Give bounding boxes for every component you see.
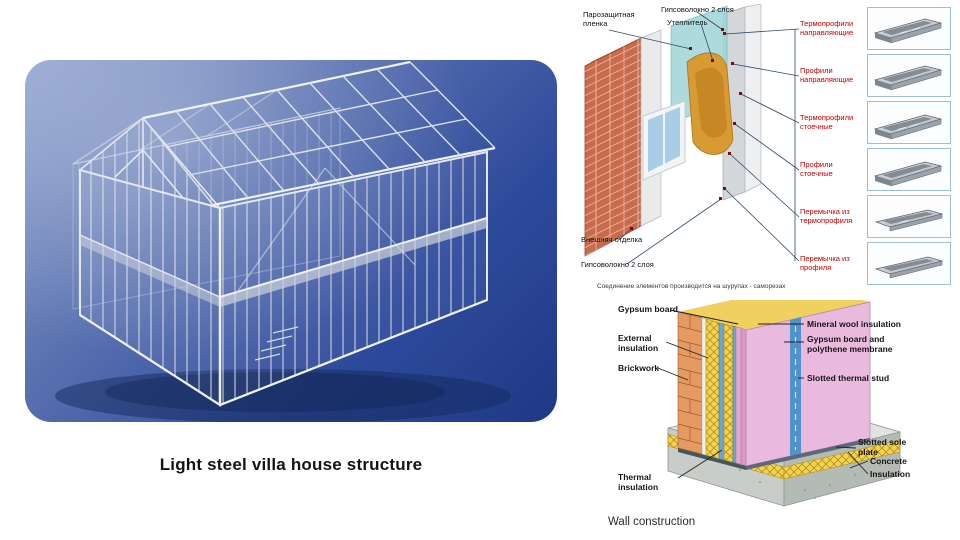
profiles-legend: Термопрофили направляющие Профи [800,6,952,288]
house-render-panel [25,60,557,423]
profile-box [867,54,951,97]
wall-construction-illustration [657,300,902,507]
profile-box [867,195,951,238]
label-fastening-note: Соединение элементов производится на шур… [597,283,786,290]
leader-lines [657,309,869,479]
steel-profile-image [873,18,943,43]
label-concrete: Concrete [870,456,907,466]
label-gypsum-board: Gypsum board [618,304,678,314]
label-external-insulation: External insulation [618,333,659,354]
leader-lines [608,11,800,265]
gable-truss [78,116,223,210]
profile-box [867,101,951,144]
profile-label: Профили направляющие [800,65,854,84]
profile-label: Перемычка из термопрофиля [800,206,853,225]
profile-row: Перемычка из термопрофиля [800,194,952,239]
insulation-blob [686,52,734,155]
base-edge [79,298,488,407]
profile-box [867,148,951,191]
label-insulation: Утеплитель [667,18,708,27]
label-vapor-barrier: Парозащитная пленка [583,10,635,28]
profile-row: Перемычка из профиля [800,241,952,286]
wall-cross-section [677,311,747,467]
steel-profile-image [873,114,943,139]
wall-assembly-illustration [584,4,800,265]
label-gypsum-membrane: Gypsum board and polythene membrane [807,334,893,355]
roof-trusses [72,60,496,207]
label-gypsum-top: Гипсоволокно 2 слоя [661,5,734,14]
label-thermal-insulation: Thermal insulation [618,472,659,493]
steel-frame-house-illustration [55,60,511,423]
red-markers [630,28,742,230]
label-insulation: Insulation [870,469,911,479]
profile-row: Профили направляющие [800,53,952,98]
sole-plate [678,438,870,470]
label-mineral-wool: Mineral wool insulation [807,319,901,329]
right-wall-frame [219,150,488,407]
steel-profile-image [873,161,943,186]
steel-profile-image [874,209,944,231]
diagram-title: Wall construction [608,516,696,528]
stair [254,326,299,361]
left-wall-frame [79,168,221,407]
window [642,100,686,181]
gypsum-face [678,300,871,467]
profile-box [867,242,951,285]
label-brickwork: Brickwork [618,363,660,373]
label-sole-plate: Slotted sole plate [858,437,907,458]
steel-profile-image [873,65,943,90]
profile-label: Профили стоечные [800,159,833,178]
steel-profile-image [874,256,944,278]
profile-label: Перемычка из профиля [800,253,850,272]
russian-wall-diagram: Парозащитная пленка Гипсоволокно 2 слоя … [575,4,955,300]
profile-row: Профили стоечные [800,147,952,192]
label-external-finish: Внешняя отделка [581,235,643,244]
label-thermal-stud: Slotted thermal stud [807,373,890,383]
profile-label: Термопрофили стоечные [800,112,854,131]
profile-box [867,7,951,50]
wall-construction-diagram: Gypsum board External insulation Brickwo… [590,300,958,538]
house-caption: Light steel villa house structure [159,455,423,474]
profile-row: Термопрофили стоечные [800,100,952,145]
profile-label: Термопрофили направляющие [800,18,854,37]
profile-row: Термопрофили направляющие [800,6,952,51]
label-gypsum-bottom: Гипсоволокно 2 слоя [581,260,654,269]
